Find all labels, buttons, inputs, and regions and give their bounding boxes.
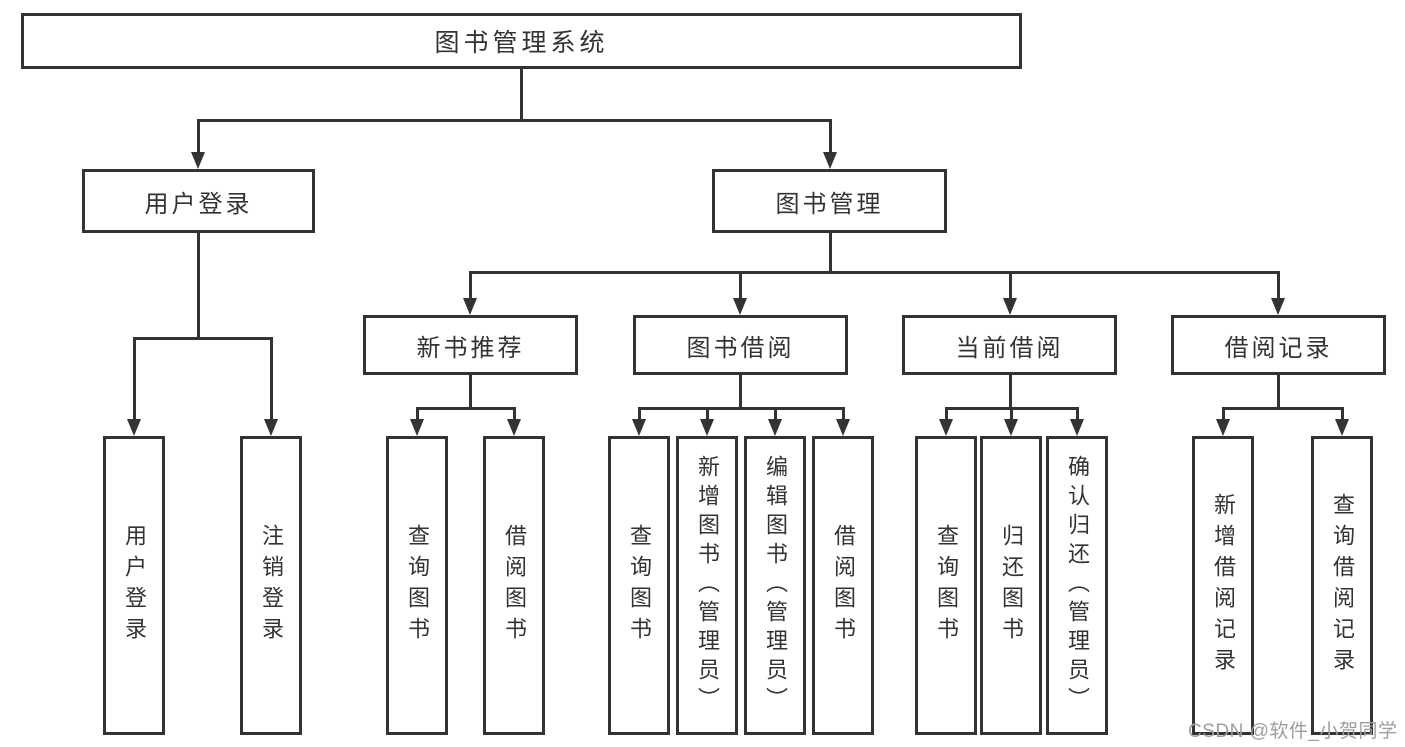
node-user-login: 用户登录 [82,169,315,233]
leaf-add-borrow-record: 新增借阅记录 [1192,436,1254,735]
arrowhead-down-icon [768,419,782,436]
connector-vline [828,119,832,153]
connector-hline [415,407,516,410]
connector-vline [705,407,709,420]
connector-vline [415,407,419,420]
leaf-borrow-books-recommend: 借阅图书 [483,436,545,735]
connector-vline [519,68,523,122]
connector-vline [468,271,472,299]
node-book-management: 图书管理 [712,169,947,233]
watermark: CSDN @软件_小贺同学 [1188,721,1398,742]
arrowhead-down-icon [463,298,477,315]
node-label: 注销登录 [259,523,284,648]
leaf-logout: 注销登录 [240,436,302,735]
arrowhead-down-icon [127,419,141,436]
node-borrowing-records: 借阅记录 [1171,315,1386,375]
node-label: 图书管理 [775,190,884,218]
arrowhead-down-icon [1004,419,1018,436]
node-label: 用户登录 [144,190,253,218]
connector-vline [132,337,136,420]
connector-vline [738,271,742,299]
connector-vline [1276,375,1280,410]
connector-vline [828,233,832,274]
connector-hline [637,407,845,410]
leaf-query-books-borrow: 查询图书 [608,436,670,735]
arrowhead-down-icon [700,419,714,436]
node-label: 确认归还（管理员） [1065,455,1090,716]
connector-vline [773,407,777,420]
connector-vline [468,375,472,410]
node-label: 当前借阅 [955,334,1064,362]
node-current-borrowing: 当前借阅 [902,315,1117,375]
connector-vline [1340,407,1344,420]
leaf-add-books-admin: 新增图书（管理员） [676,436,738,735]
connector-vline [196,119,200,153]
arrowhead-down-icon [1271,298,1285,315]
connector-vline [512,407,516,420]
arrowhead-down-icon [823,152,837,169]
arrowhead-down-icon [1216,419,1230,436]
connector-vline [637,407,641,420]
connector-vline [1221,407,1225,420]
connector-hline [196,119,832,122]
connector-vline [944,407,948,420]
leaf-query-books-current: 查询图书 [915,436,977,735]
arrowhead-down-icon [191,152,205,169]
connector-hline [468,271,1280,274]
connector-vline [1276,271,1280,299]
connector-vline [269,337,273,420]
connector-vline [1008,375,1012,410]
connector-vline [1009,407,1013,420]
leaf-borrow-books: 借阅图书 [812,436,874,735]
node-label: 借阅记录 [1224,334,1333,362]
connector-vline [1075,407,1079,420]
node-label: 新书推荐 [416,334,525,362]
arrowhead-down-icon [632,419,646,436]
node-label: 图书管理系统 [434,29,609,57]
leaf-query-books-recommend: 查询图书 [386,436,448,735]
connector-vline [738,375,742,410]
connector-vline [841,407,845,420]
node-root: 图书管理系统 [21,13,1022,69]
arrowhead-down-icon [264,419,278,436]
arrowhead-down-icon [733,298,747,315]
node-label: 归还图书 [999,523,1024,648]
arrowhead-down-icon [836,419,850,436]
leaf-user-login: 用户登录 [103,436,165,735]
node-label: 编辑图书（管理员） [763,455,788,716]
connector-hline [132,337,273,340]
connector-hline [944,407,1079,410]
node-label: 查询借阅记录 [1330,492,1355,679]
node-label: 图书借阅 [686,334,795,362]
leaf-query-borrow-record: 查询借阅记录 [1311,436,1373,735]
node-label: 新增借阅记录 [1211,492,1236,679]
node-book-borrowing: 图书借阅 [633,315,848,375]
leaf-return-books: 归还图书 [980,436,1042,735]
node-label: 查询图书 [405,523,430,648]
node-label: 借阅图书 [831,523,856,648]
arrowhead-down-icon [1070,419,1084,436]
node-label: 新增图书（管理员） [695,455,720,716]
node-label: 借阅图书 [502,523,527,648]
connector-vline [196,233,200,340]
arrowhead-down-icon [939,419,953,436]
leaf-confirm-return-admin: 确认归还（管理员） [1046,436,1108,735]
arrowhead-down-icon [1003,298,1017,315]
node-label: 查询图书 [934,523,959,648]
node-new-book-recommendation: 新书推荐 [363,315,578,375]
node-label: 用户登录 [122,523,147,648]
leaf-edit-books-admin: 编辑图书（管理员） [744,436,806,735]
connector-vline [1008,271,1012,299]
connector-hline [1221,407,1344,410]
arrowhead-down-icon [410,419,424,436]
arrowhead-down-icon [507,419,521,436]
node-label: 查询图书 [627,523,652,648]
arrowhead-down-icon [1335,419,1349,436]
